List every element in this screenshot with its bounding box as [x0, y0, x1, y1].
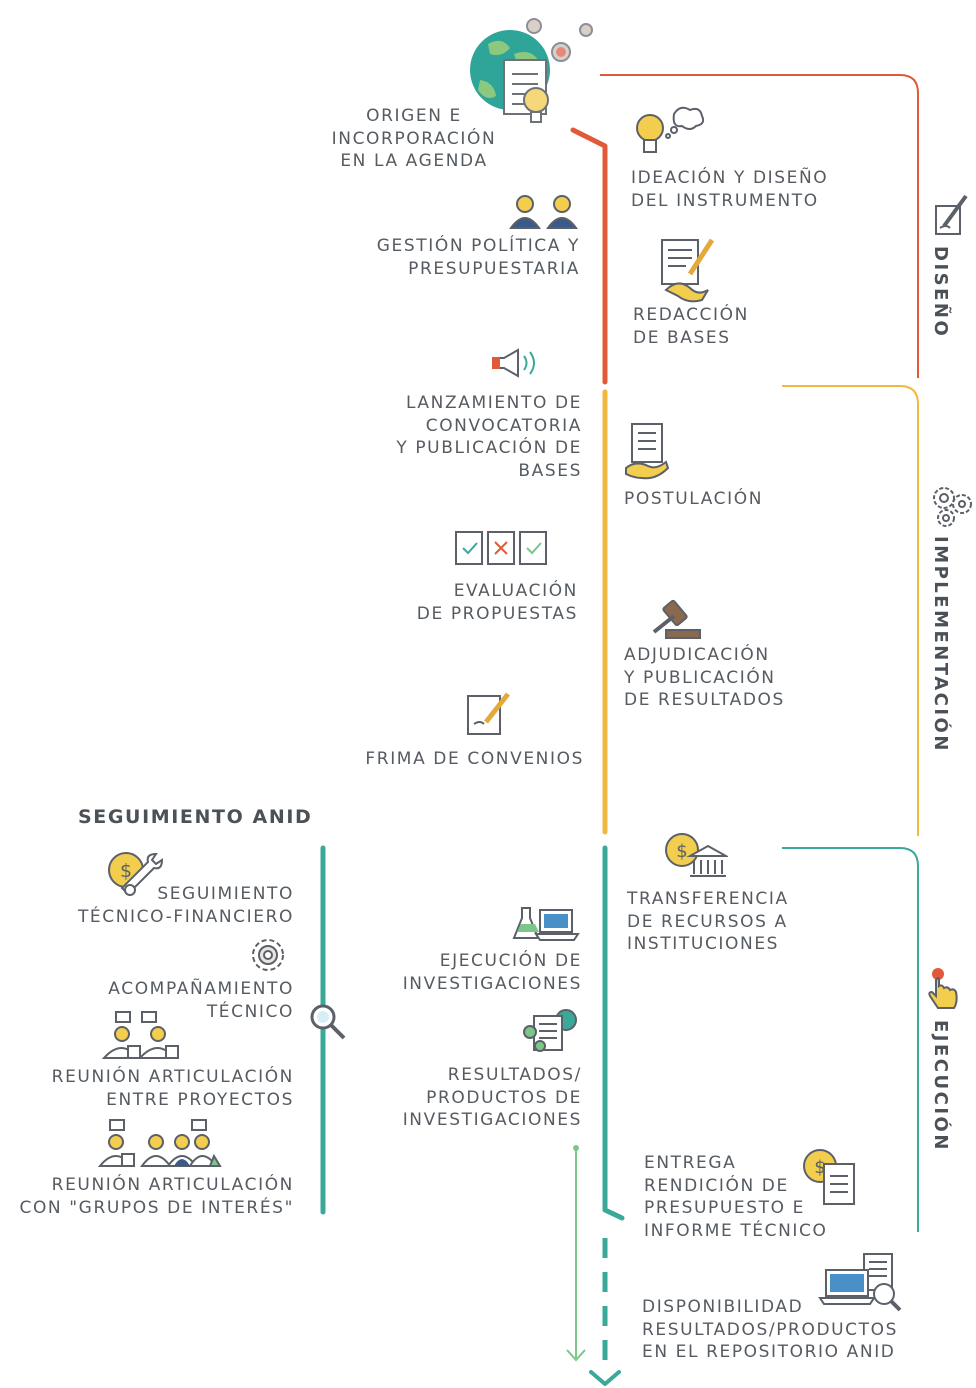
meeting-groups-icon [98, 1119, 222, 1167]
magnifier-icon [310, 1004, 346, 1040]
reunion-proyectos-label: REUNIÓN ARTICULACIÓN ENTRE PROYECTOS [51, 1067, 294, 1110]
ejecucion-label: EJECUCIÓN DE INVESTIGACIONES [402, 951, 582, 994]
svg-text:$: $ [814, 1157, 825, 1178]
svg-text:$: $ [676, 841, 687, 862]
transferencia-label: TRANSFERENCIA DE RECURSOS A INSTITUCIONE… [627, 889, 789, 954]
design-line [570, 127, 608, 385]
reunion-grupos-label: REUNIÓN ARTICULACIÓN CON "GRUPOS DE INTE… [19, 1175, 294, 1218]
phase-execution-label: EJECUCIÓN [930, 1020, 951, 1152]
implementation-bracket [782, 385, 919, 836]
execution-line [602, 845, 625, 1221]
redaccion-label: REDACCIÓN DE BASES [633, 305, 749, 348]
design-bracket [600, 74, 919, 378]
lab-laptop-icon [512, 907, 580, 941]
globe-checklist-icon [470, 18, 593, 123]
coin-wrench-icon: $ [108, 852, 164, 896]
resultados-label: RESULTADOS/ PRODUCTOS DE INVESTIGACIONES [402, 1065, 582, 1130]
ideacion-label: IDEACIÓN Y DISEÑO DEL INSTRUMENTO [631, 168, 829, 211]
seguimiento-tecnico-label: SEGUIMIENTO TÉCNICO-FINANCIERO [77, 884, 294, 927]
entrega-label: ENTREGA RENDICIÓN DE PRESUPUESTO E INFOR… [644, 1153, 828, 1241]
coin-report-icon: $ [803, 1149, 855, 1205]
laptop-search-icon [818, 1253, 902, 1312]
pencil-paper-icon [935, 194, 968, 235]
results-arrow-dot [573, 1145, 579, 1151]
research-docs-icon [523, 1009, 577, 1052]
phase-implementation-label: IMPLEMENTACIÓN [930, 536, 951, 753]
acompanamiento-label: ACOMPAÑAMIENTO TÉCNICO [108, 979, 294, 1022]
origen-label: ORIGEN E INCORPORACIÓN EN LA AGENDA [331, 106, 497, 171]
lightbulb-thought-icon [636, 106, 705, 153]
evaluation-boxes-icon [455, 531, 547, 565]
document-handshake-icon [661, 238, 715, 303]
svg-text:$: $ [120, 860, 132, 882]
people-icon [509, 195, 578, 229]
gear-target-icon [252, 939, 284, 971]
checklist-hand-icon [625, 423, 670, 480]
firma-label: FRIMA DE CONVENIOS [365, 749, 584, 769]
coin-bank-icon: $ [665, 833, 728, 877]
seguimiento-title: SEGUIMIENTO ANID [78, 806, 313, 828]
hand-pointer-icon [928, 968, 958, 1009]
execution-bracket [782, 847, 919, 1232]
results-arrowhead [566, 1349, 586, 1362]
gears-icon [933, 487, 972, 527]
gavel-icon [652, 599, 701, 639]
lanzamiento-label: LANZAMIENTO DE CONVOCATORIA Y PUBLICACIÓ… [396, 393, 582, 481]
execution-arrowhead [589, 1370, 621, 1386]
adjudicacion-label: ADJUDICACIÓN Y PUBLICACIÓN DE RESULTADOS [624, 645, 785, 710]
megaphone-icon [492, 348, 535, 378]
phase-design-label: DISEÑO [930, 246, 951, 339]
disponibilidad-label: DISPONIBILIDAD RESULTADOS/PRODUCTOS EN E… [642, 1297, 899, 1362]
signature-icon [467, 692, 510, 735]
postulacion-label: POSTULACIÓN [624, 489, 764, 509]
gestion-label: GESTIÓN POLÍTICA Y PRESUPUESTARIA [376, 236, 580, 279]
meeting-projects-icon [101, 1011, 179, 1059]
evaluacion-label: EVALUACIÓN DE PROPUESTAS [416, 581, 578, 624]
